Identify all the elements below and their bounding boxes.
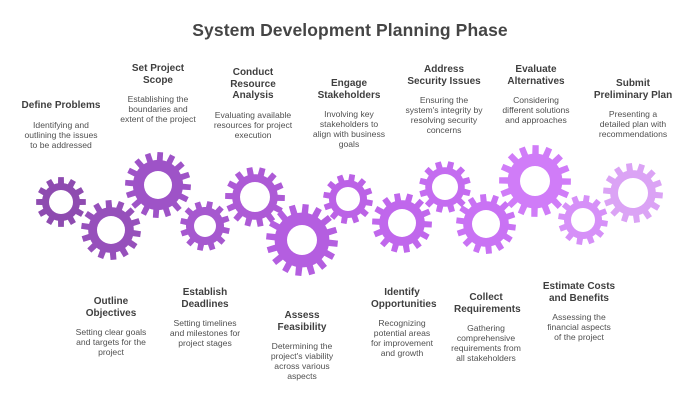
step-establish-deadlines: Establish Deadlines Setting timelines an… <box>145 287 265 348</box>
step-description: Presenting a detailed plan with recommen… <box>598 109 668 139</box>
step-outline-objectives: Outline Objectives Setting clear goals a… <box>51 296 171 357</box>
gear-hole <box>618 178 648 208</box>
gear-icon-outline-objectives <box>81 200 141 260</box>
step-engage-stakeholders: Engage Stakeholders Involving key stakeh… <box>289 78 409 149</box>
step-estimate-costs-and-benefits: Estimate Costs and Benefits Assessing th… <box>519 281 639 342</box>
step-define-problems: Define Problems Identifying and outlinin… <box>1 100 121 150</box>
gear-hole <box>336 187 360 211</box>
gear-hole <box>144 171 172 199</box>
step-title: Engage Stakeholders <box>317 78 381 101</box>
step-title: Identify Opportunities <box>371 287 437 310</box>
step-collect-requirements: Collect Requirements Gathering comprehen… <box>426 292 546 363</box>
step-title: Estimate Costs and Benefits <box>542 281 616 304</box>
step-description: Establishing the boundaries and extent o… <box>120 94 196 124</box>
step-title: Assess Feasibility <box>277 310 327 333</box>
gear-hole <box>520 166 550 196</box>
step-description: Involving key stakeholders to align with… <box>312 109 386 149</box>
step-address-security-issues: Address Security Issues Ensuring the sys… <box>384 64 504 135</box>
step-description: Setting timelines and milestones for pro… <box>169 318 241 348</box>
gear-icon-establish-deadlines <box>180 201 230 251</box>
step-description: Ensuring the system's integrity by resol… <box>405 95 483 135</box>
step-evaluate-alternatives: Evaluate Alternatives Considering differ… <box>476 64 596 125</box>
gear-icon-conduct-resource-analysis <box>225 167 285 227</box>
gear-icon-define-problems <box>36 177 86 227</box>
diagram-title: System Development Planning Phase <box>192 20 508 40</box>
step-title: Evaluate Alternatives <box>507 64 565 87</box>
step-description: Evaluating available resources for proje… <box>213 109 293 140</box>
gear-hole <box>472 210 500 238</box>
gear-hole <box>49 190 73 214</box>
step-title: Conduct Resource Analysis <box>230 67 276 101</box>
step-title: Address Security Issues <box>407 64 481 87</box>
step-title: Outline Objectives <box>85 296 137 319</box>
step-description: Assessing the financial aspects of the p… <box>547 312 611 342</box>
gear-icon-engage-stakeholders <box>323 174 373 224</box>
gear-icon-identify-opportunities <box>372 193 432 253</box>
step-title: Define Problems <box>21 100 101 111</box>
step-description: Identifying and outlining the issues to … <box>24 119 98 150</box>
gear-hole <box>571 208 595 232</box>
step-description: Setting clear goals and targets for the … <box>75 327 147 357</box>
gear-icon-estimate-costs-and-benefits <box>558 195 608 245</box>
step-assess-feasibility: Assess Feasibility Determining the proje… <box>242 310 362 381</box>
gear-hole <box>97 216 125 244</box>
gear-icon-set-project-scope <box>125 152 191 218</box>
gear-icon-assess-feasibility <box>266 204 338 276</box>
step-submit-preliminary-plan: Submit Preliminary Plan Presenting a det… <box>573 78 693 139</box>
gear-hole <box>388 209 416 237</box>
step-identify-opportunities: Identify Opportunities Recognizing poten… <box>342 287 462 358</box>
step-set-project-scope: Set Project Scope Establishing the bound… <box>98 63 218 124</box>
step-description: Recognizing potential areas for improvem… <box>370 318 434 358</box>
step-description: Gathering comprehensive requirements fro… <box>451 323 521 363</box>
gear-icon-evaluate-alternatives <box>499 145 571 217</box>
gear-icon-submit-preliminary-plan <box>603 163 663 223</box>
gear-hole <box>287 225 317 255</box>
gear-icon-address-security-issues <box>419 161 471 213</box>
step-description: Determining the project's viability acro… <box>270 341 334 381</box>
step-title: Submit Preliminary Plan <box>593 78 673 101</box>
step-title: Collect Requirements <box>454 292 521 315</box>
gear-icon-collect-requirements <box>456 194 516 254</box>
gear-hole <box>240 182 270 212</box>
gear-hole <box>432 174 458 200</box>
gear-hole <box>194 215 216 237</box>
step-title: Establish Deadlines <box>181 287 229 310</box>
step-conduct-resource-analysis: Conduct Resource Analysis Evaluating ava… <box>193 67 313 140</box>
step-description: Considering different solutions and appr… <box>502 95 570 125</box>
step-title: Set Project Scope <box>131 63 185 86</box>
